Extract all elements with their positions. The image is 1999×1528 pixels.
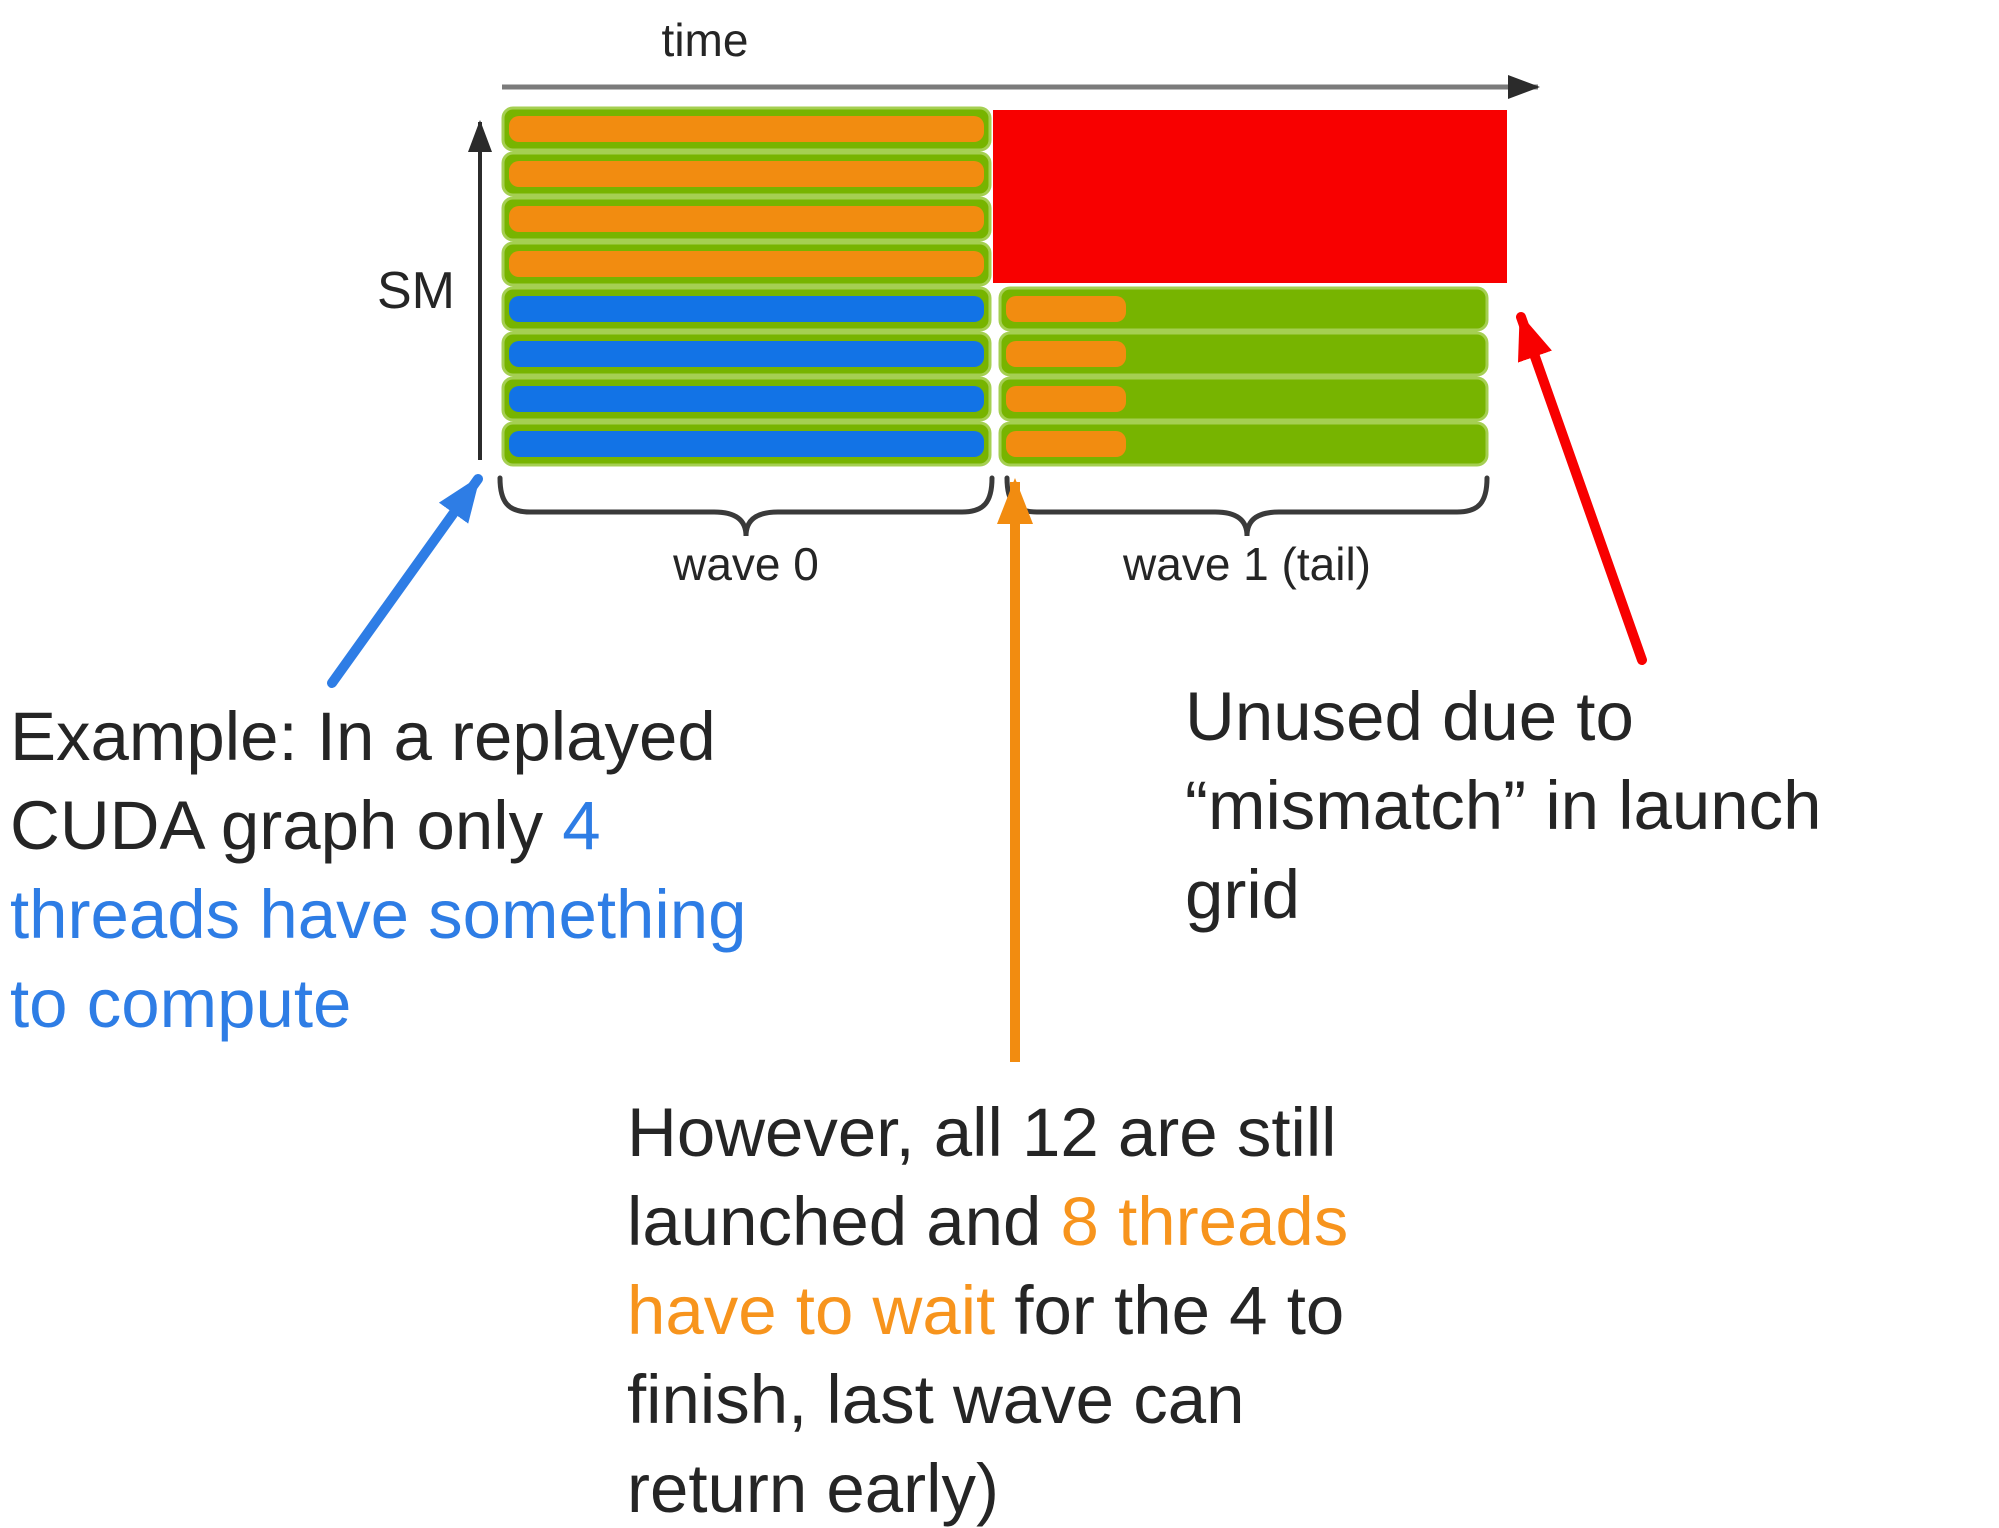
sm-row-wave0-blue-stripe — [509, 386, 984, 412]
note-line: “mismatch” in launch — [1185, 767, 1822, 844]
note-line: Example: In a replayed — [10, 698, 716, 775]
wave1-label: wave 1 (tail) — [1122, 538, 1371, 590]
unused-note: Unused due to “mismatch” in launch grid — [1185, 672, 1822, 939]
sm-row-wave0-orange-stripe — [509, 161, 984, 187]
note-line: Unused due to — [1185, 678, 1634, 755]
sm-row-wave1-orange-stripe — [1006, 296, 1126, 322]
red-callout-arrow — [1516, 312, 1647, 665]
note-line: threads have something — [10, 876, 747, 953]
wave1-rows — [998, 286, 1489, 467]
sm-row-wave1-orange-stripe — [1006, 431, 1126, 457]
sm-row-wave0-orange-stripe — [509, 116, 984, 142]
note-line: have to wait for the 4 to — [627, 1272, 1345, 1349]
note-line: finish, last wave can — [627, 1361, 1245, 1438]
sm-axis-label: SM — [377, 262, 455, 320]
wave0-label: wave 0 — [672, 538, 819, 590]
note-line: However, all 12 are still — [627, 1094, 1337, 1171]
sm-row-wave0-blue-stripe — [509, 341, 984, 367]
sm-row-wave0-orange-stripe — [509, 251, 984, 277]
wave1-brace — [1004, 475, 1490, 537]
sm-row-wave0-blue-stripe — [509, 296, 984, 322]
wave0-brace — [497, 475, 995, 537]
sm-row-wave0-blue-stripe — [509, 431, 984, 457]
however-note: However, all 12 are still launched and 8 … — [627, 1088, 1348, 1528]
note-line: grid — [1185, 856, 1301, 933]
unused-block — [993, 110, 1507, 283]
wave0-rows — [501, 106, 992, 467]
note-line: to compute — [10, 965, 352, 1042]
sm-row-wave1-orange-stripe — [1006, 341, 1126, 367]
note-line: CUDA graph only 4 — [10, 787, 601, 864]
sm-row-wave1-orange-stripe — [1006, 386, 1126, 412]
note-line: launched and 8 threads — [627, 1183, 1349, 1260]
blue-callout-arrow — [327, 474, 483, 688]
time-axis-label: time — [662, 14, 749, 66]
note-line: return early) — [627, 1450, 999, 1527]
sm-row-wave0-orange-stripe — [509, 206, 984, 232]
